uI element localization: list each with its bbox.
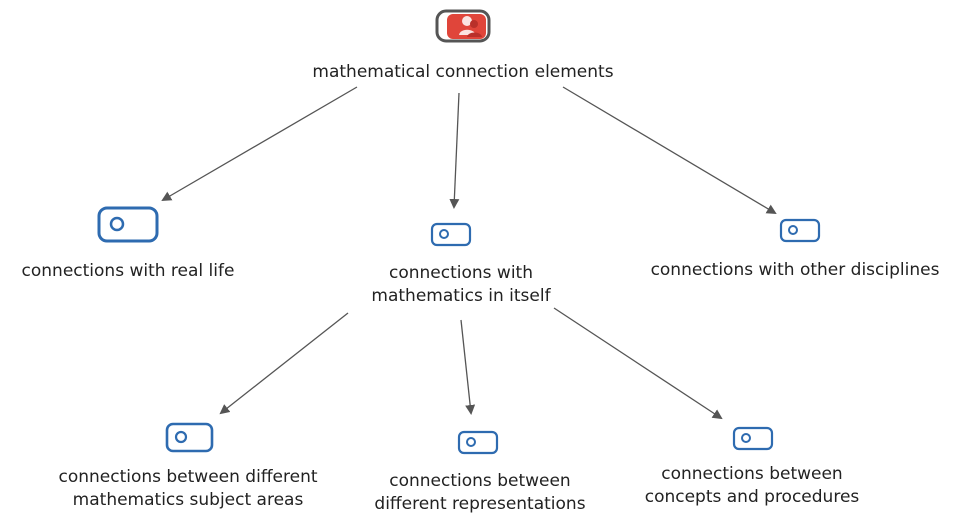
grandchild-label-representations[interactable]: connections between different representa… (350, 470, 610, 516)
code-tag-icon[interactable] (457, 430, 499, 455)
child-label-math-itself-line1: connections with (389, 263, 533, 283)
code-tag-icon[interactable] (732, 426, 774, 451)
person-memo-icon[interactable] (435, 9, 491, 43)
root-label-text: mathematical connection elements (312, 62, 614, 82)
child-label-real-life[interactable]: connections with real life (0, 260, 256, 283)
edge-math-itself-to-subject-areas (219, 312, 349, 415)
grandchild-label-representations-line2: different representations (374, 494, 586, 514)
grandchild-label-concepts[interactable]: connections between concepts and procedu… (622, 463, 882, 509)
child-label-other-disciplines[interactable]: connections with other disciplines (630, 259, 960, 282)
child-label-real-life-text: connections with real life (21, 261, 235, 281)
child-label-other-disciplines-text: connections with other disciplines (650, 260, 940, 280)
grandchild-label-subject-areas-line2: mathematics subject areas (72, 490, 304, 510)
grandchild-label-subject-areas[interactable]: connections between different mathematic… (33, 466, 343, 512)
edge-root-to-other-disciplines (562, 86, 777, 215)
code-tag-icon[interactable] (97, 206, 159, 243)
edge-root-to-real-life (161, 86, 358, 202)
edge-math-itself-to-concepts (553, 307, 723, 420)
grandchild-label-subject-areas-line1: connections between different (58, 467, 318, 487)
grandchild-label-concepts-line2: concepts and procedures (644, 487, 860, 507)
grandchild-label-concepts-line1: connections between (661, 464, 843, 484)
grandchild-label-representations-line1: connections between (389, 471, 571, 491)
child-label-math-itself-line2: mathematics in itself (371, 286, 551, 306)
edge-math-itself-to-representations (460, 319, 476, 415)
code-tag-icon[interactable] (165, 422, 214, 453)
code-tag-icon[interactable] (430, 222, 472, 247)
root-label[interactable]: mathematical connection elements (263, 61, 663, 84)
edge-root-to-math-itself (449, 92, 460, 209)
code-tag-icon[interactable] (779, 218, 821, 243)
child-label-math-itself[interactable]: connections with mathematics in itself (331, 262, 591, 308)
